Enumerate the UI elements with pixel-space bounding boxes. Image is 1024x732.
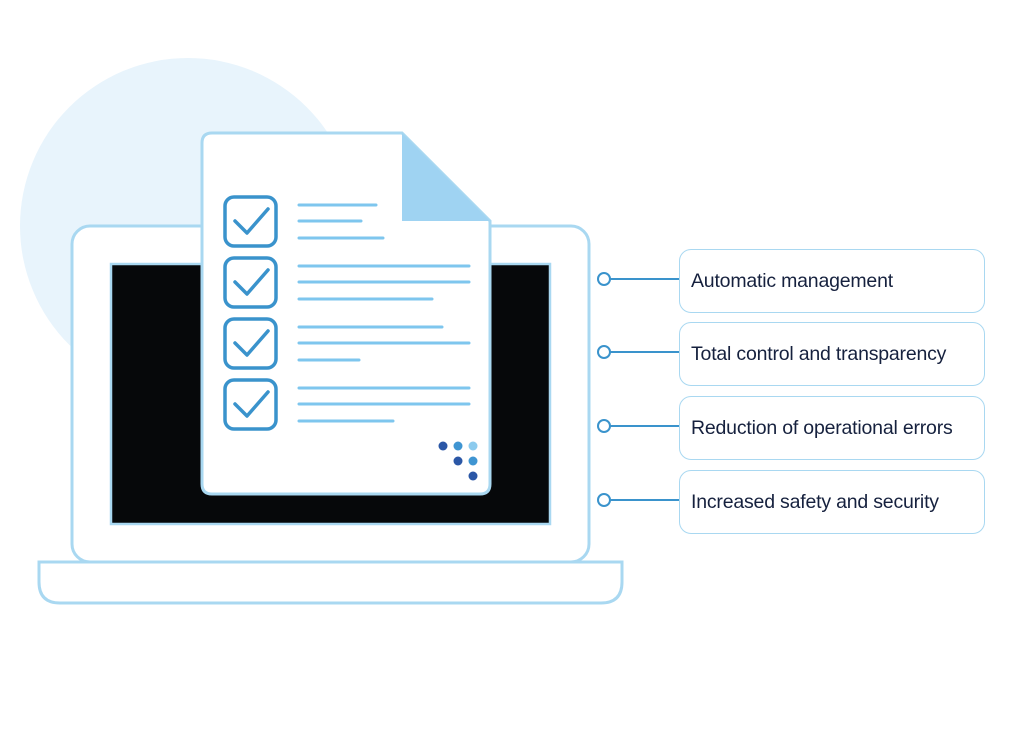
document-dog-ear (402, 133, 490, 221)
connector-node (597, 419, 611, 433)
connectors (597, 272, 680, 507)
checkbox-icon (223, 317, 278, 370)
document-icon (200, 131, 492, 496)
feature-label: Automatic management (691, 269, 893, 292)
feature-label: Total control and transparency (691, 342, 947, 365)
feature-label: Reduction of operational errors (691, 416, 953, 439)
checkbox-icon (223, 378, 278, 431)
dots-logo-icon (438, 441, 478, 481)
connector-node (597, 345, 611, 359)
checkbox-icon (223, 195, 278, 248)
connector-node (597, 493, 611, 507)
feature-increased-safety: Increased safety and security (679, 470, 985, 534)
feature-total-control: Total control and transparency (679, 322, 985, 386)
connector-node (597, 272, 611, 286)
laptop-base (37, 560, 624, 605)
feature-reduction-errors: Reduction of operational errors (679, 396, 985, 460)
feature-automatic-management: Automatic management (679, 249, 985, 313)
checkbox-icon (223, 256, 278, 309)
feature-label: Increased safety and security (691, 490, 939, 513)
document-text-lines (297, 203, 471, 423)
